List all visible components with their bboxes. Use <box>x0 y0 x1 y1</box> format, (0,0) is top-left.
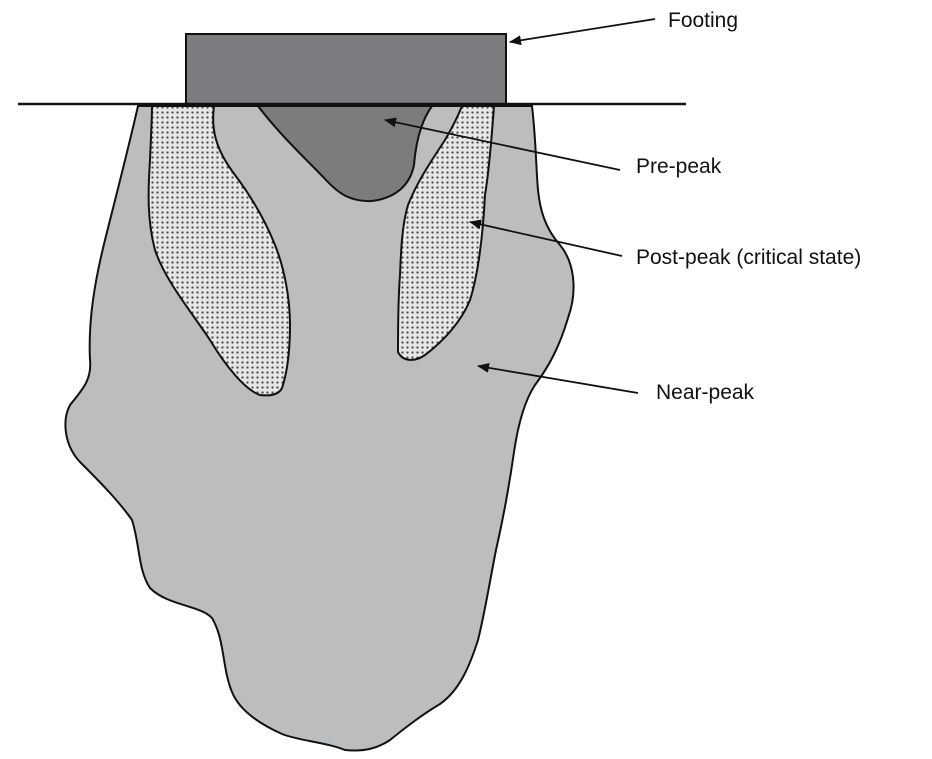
near-peak-label: Near-peak <box>656 381 755 404</box>
footing-label: Footing <box>668 9 738 32</box>
near-peak-zone <box>65 106 573 751</box>
post-peak-label: Post-peak (critical state) <box>636 246 861 269</box>
footing-block <box>186 34 506 104</box>
footing-arrow <box>510 19 655 42</box>
pre-peak-label: Pre-peak <box>636 155 722 178</box>
